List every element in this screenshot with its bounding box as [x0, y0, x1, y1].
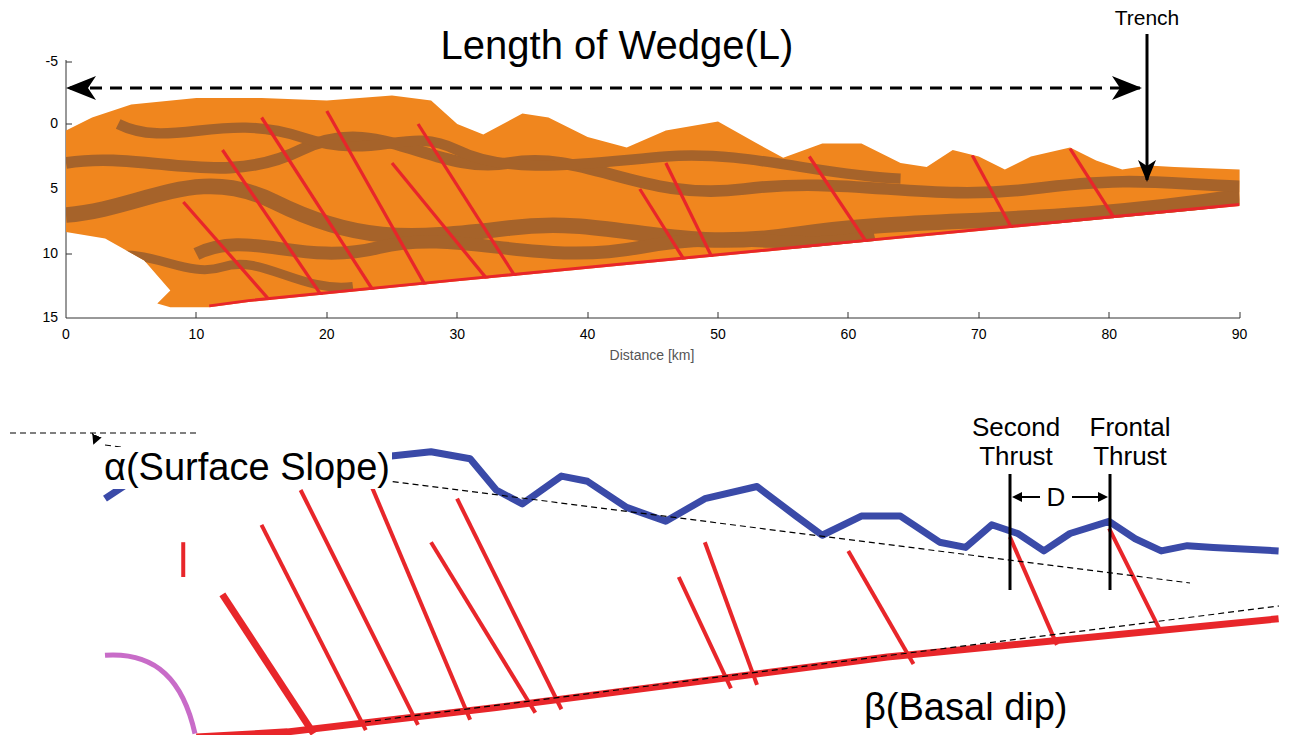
axis-tick: 40	[578, 327, 598, 342]
axis-tick: 10	[40, 246, 60, 261]
axis-title: Distance [km]	[608, 348, 697, 363]
axis-tick: 15	[40, 310, 60, 325]
axis-tick: 90	[1230, 327, 1250, 342]
length-arrow	[70, 87, 1140, 90]
thrust-label: Frontal Thrust	[1073, 413, 1187, 470]
axis-tick: 70	[969, 327, 989, 342]
axis-tick: 0	[60, 327, 72, 342]
trench-arrow	[1146, 34, 1149, 180]
axis-tick: 50	[708, 327, 728, 342]
axis-tick: 5	[48, 181, 60, 196]
axis-tick: 30	[447, 327, 467, 342]
arrowhead	[66, 76, 96, 100]
axis-tick: 10	[187, 327, 207, 342]
slope-label: α(Surface Slope)	[102, 447, 392, 489]
thrust-label: Second Thrust	[959, 413, 1073, 470]
axis-tick: 80	[1099, 327, 1119, 342]
axis-tick: -5	[44, 54, 60, 69]
wedge-length-label: Length of Wedge(L)	[439, 23, 796, 67]
dip-label: β(Basal dip)	[862, 687, 1070, 729]
wedge-model	[66, 95, 1240, 307]
guide-lines	[10, 433, 1279, 722]
axis-tick: 0	[48, 116, 60, 131]
wedge-schematic	[105, 452, 1279, 735]
axes	[66, 60, 1240, 318]
axis-tick: 60	[839, 327, 859, 342]
trench-label: Trench	[1113, 6, 1182, 29]
arrowhead	[1112, 76, 1142, 100]
spacing-label: D	[1045, 483, 1068, 512]
axis-tick: 20	[317, 327, 337, 342]
